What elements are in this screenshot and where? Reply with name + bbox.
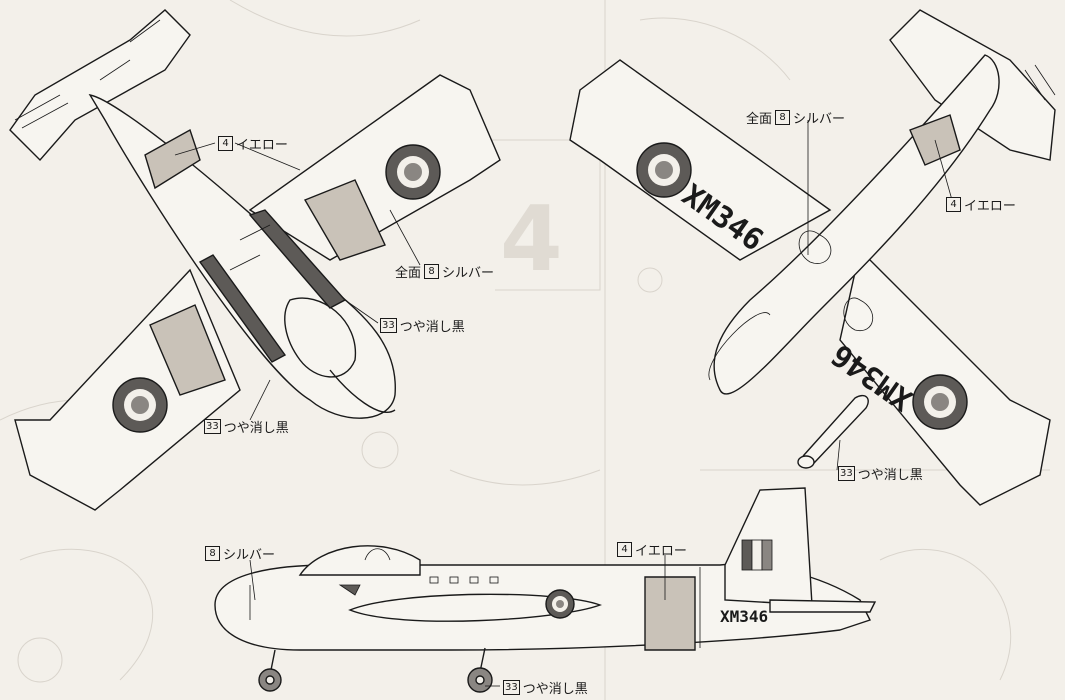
side-black-callout: 33 つや消し黒 bbox=[503, 678, 588, 697]
paint-name: シルバー bbox=[223, 548, 276, 563]
side-landing-gear bbox=[258, 647, 493, 693]
paint-prefix: 全面 bbox=[395, 266, 422, 281]
paint-name: イエロー bbox=[964, 199, 1016, 214]
top-view-aircraft bbox=[9, 9, 501, 511]
paint-code: 33 bbox=[838, 466, 855, 481]
paint-name: つや消し黒 bbox=[223, 421, 289, 436]
side-windows bbox=[429, 576, 499, 584]
leader-lines bbox=[174, 120, 953, 687]
top-black-callout-1: 33 つや消し黒 bbox=[380, 316, 465, 335]
side-yellow-callout: 4 イエロー bbox=[617, 540, 687, 559]
side-yellow-band bbox=[644, 576, 696, 651]
top-yellow-band-wing-left bbox=[149, 304, 226, 396]
paint-name: つや消し黒 bbox=[857, 468, 923, 483]
background-number: 4 bbox=[500, 187, 563, 292]
top-yellow-band-fuselage bbox=[144, 128, 201, 190]
side-roundel bbox=[545, 589, 575, 619]
paint-code: 4 bbox=[218, 136, 233, 151]
top-roundel-right bbox=[385, 144, 441, 200]
side-canopy bbox=[298, 545, 421, 576]
paint-name: シルバー bbox=[793, 112, 846, 127]
top-nose bbox=[329, 369, 396, 413]
top-black-callout-2: 33 つや消し黒 bbox=[204, 417, 289, 436]
paint-name: つや消し黒 bbox=[522, 682, 588, 697]
side-silver-callout: 8 シルバー bbox=[205, 544, 275, 563]
paint-code: 8 bbox=[775, 110, 791, 125]
paint-name: シルバー bbox=[442, 266, 495, 281]
under-roundel-left bbox=[636, 142, 692, 198]
under-silver-callout: 全面 8 シルバー bbox=[746, 108, 845, 127]
paint-name: イエロー bbox=[236, 138, 288, 153]
under-wing-left bbox=[569, 59, 832, 261]
paint-name: イエロー bbox=[635, 544, 687, 559]
under-roundel-right bbox=[912, 374, 968, 430]
paint-code: 8 bbox=[424, 264, 440, 279]
top-tailplane bbox=[9, 9, 191, 162]
paint-code: 8 bbox=[205, 546, 220, 561]
side-tailplane bbox=[769, 599, 877, 613]
paint-name: つや消し黒 bbox=[399, 320, 465, 335]
underside-view-aircraft bbox=[569, 9, 1056, 506]
under-black-callout: 33 つや消し黒 bbox=[838, 464, 923, 483]
top-silver-callout: 全面 8 シルバー bbox=[395, 262, 494, 281]
paint-prefix: 全面 bbox=[746, 112, 773, 127]
drop-tank-part bbox=[797, 394, 869, 469]
side-wing bbox=[348, 593, 603, 622]
top-black-walkway-2 bbox=[198, 254, 287, 363]
paint-code: 33 bbox=[204, 419, 221, 434]
side-serial: XM346 bbox=[720, 607, 768, 626]
paint-code: 33 bbox=[503, 680, 520, 695]
under-yellow-callout: 4 イエロー bbox=[946, 195, 1016, 214]
top-yellow-callout: 4 イエロー bbox=[218, 134, 288, 153]
top-yellow-band-wing-right bbox=[303, 179, 386, 261]
paint-code: 4 bbox=[946, 197, 961, 212]
paint-code: 4 bbox=[617, 542, 632, 557]
side-fin-flash bbox=[741, 539, 773, 571]
side-view-aircraft bbox=[214, 487, 877, 693]
top-roundel-left bbox=[112, 377, 168, 433]
paint-code: 33 bbox=[380, 318, 397, 333]
